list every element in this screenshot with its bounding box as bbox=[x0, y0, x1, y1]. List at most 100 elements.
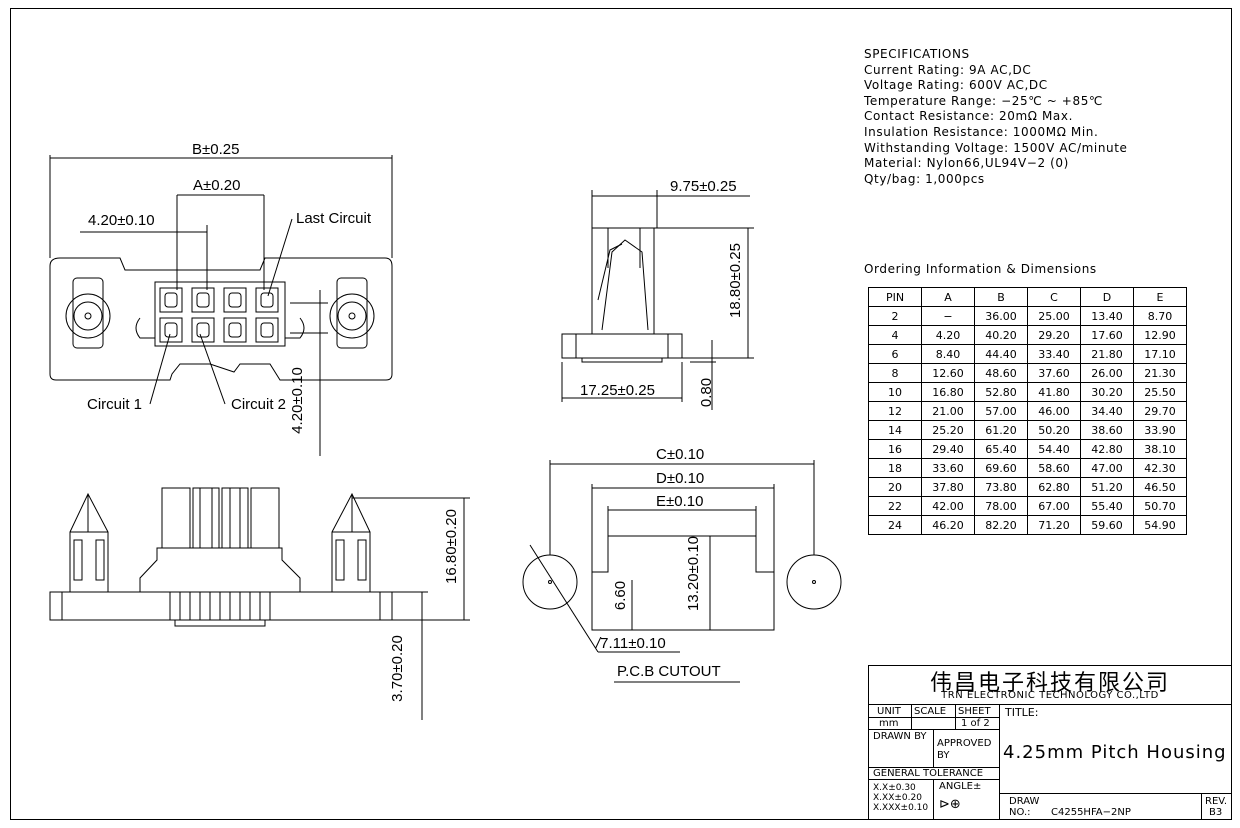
dim-cut-h1: 13.20±0.10 bbox=[684, 536, 702, 611]
spec-line: Insulation Resistance: 1000MΩ Min. bbox=[864, 124, 1099, 139]
unit-label: UNIT bbox=[877, 706, 901, 717]
company-name-en: TRN ELECTRONIC TECHNOLOGY CO.,LTD bbox=[941, 690, 1159, 701]
table-cell: 78.00 bbox=[974, 496, 1028, 516]
table-cell: − bbox=[921, 306, 975, 326]
projection-symbol-icon: ⊳⊕ bbox=[939, 797, 961, 812]
spec-line: Temperature Range: −25℃ ~ +85℃ bbox=[864, 93, 1104, 108]
side-view bbox=[561, 190, 754, 410]
table-cell: 4 bbox=[868, 325, 922, 345]
table-cell: 50.70 bbox=[1133, 496, 1187, 516]
table-cell: 24 bbox=[868, 515, 922, 535]
table-cell: 59.60 bbox=[1080, 515, 1134, 535]
dim-side-width: 9.75±0.25 bbox=[670, 178, 737, 195]
dim-hole-value: 7.11±0.10 bbox=[600, 635, 666, 652]
table-cell: 33.40 bbox=[1027, 344, 1081, 364]
title-label: TITLE: bbox=[1005, 706, 1039, 719]
table-cell: 36.00 bbox=[974, 306, 1028, 326]
spec-line: Withstanding Voltage: 1500V AC/minute bbox=[864, 140, 1128, 155]
dim-c: C±0.10 bbox=[656, 446, 705, 463]
table-cell: 42.80 bbox=[1080, 439, 1134, 459]
table-cell: 33.60 bbox=[921, 458, 975, 478]
sheet-label: SHEET bbox=[958, 706, 991, 717]
table-cell: 8 bbox=[868, 363, 922, 383]
table-cell: 34.40 bbox=[1080, 401, 1134, 421]
dim-b: B±0.25 bbox=[192, 141, 240, 158]
table-cell: 40.20 bbox=[974, 325, 1028, 345]
drawn-by-label: DRAWN BY bbox=[873, 731, 927, 742]
spec-heading: SPECIFICATIONS bbox=[864, 47, 970, 61]
table-cell: 12.90 bbox=[1133, 325, 1187, 345]
title-block: 伟昌电子科技有限公司 TRN ELECTRONIC TECHNOLOGY CO.… bbox=[868, 665, 1232, 820]
dim-a: A±0.20 bbox=[193, 177, 241, 194]
table-cell: 33.90 bbox=[1133, 420, 1187, 440]
table-cell: 30.20 bbox=[1080, 382, 1134, 402]
table-cell: 21.00 bbox=[921, 401, 975, 421]
spec-line: Material: Nylon66,UL94V−2 (0) bbox=[864, 156, 1069, 171]
tolerance-3: X.XXX±0.10 bbox=[873, 803, 929, 813]
table-cell: 6 bbox=[868, 344, 922, 364]
table-cell: 22 bbox=[868, 496, 922, 516]
drawing-title: 4.25mm Pitch Housing bbox=[1003, 742, 1227, 763]
table-cell: 46.00 bbox=[1027, 401, 1081, 421]
table-cell: 8.40 bbox=[921, 344, 975, 364]
table-cell: 48.60 bbox=[974, 363, 1028, 383]
table-cell: 29.70 bbox=[1133, 401, 1187, 421]
table-cell: 25.50 bbox=[1133, 382, 1187, 402]
header-a: A bbox=[921, 287, 975, 307]
table-cell: 25.20 bbox=[921, 420, 975, 440]
header-e: E bbox=[1133, 287, 1187, 307]
table-cell: 17.10 bbox=[1133, 344, 1187, 364]
table-cell: 54.90 bbox=[1133, 515, 1187, 535]
table-cell: 65.40 bbox=[974, 439, 1028, 459]
table-cell: 52.80 bbox=[974, 382, 1028, 402]
dim-front-height: 16.80±0.20 bbox=[442, 509, 460, 584]
spec-line: Qty/bag: 1,000pcs bbox=[864, 171, 985, 186]
dim-d: D±0.10 bbox=[656, 470, 705, 487]
label-last-circuit: Last Circuit bbox=[296, 210, 372, 227]
label-circuit-2: Circuit 2 bbox=[231, 396, 287, 413]
front-view bbox=[49, 487, 470, 720]
table-cell: 67.00 bbox=[1027, 496, 1081, 516]
table-cell: 25.00 bbox=[1027, 306, 1081, 326]
tolerance-1: X.X±0.30 bbox=[873, 783, 916, 793]
table-cell: 69.60 bbox=[974, 458, 1028, 478]
table-cell: 42.30 bbox=[1133, 458, 1187, 478]
table-cell: 46.50 bbox=[1133, 477, 1187, 497]
specifications-block: SPECIFICATIONS Current Rating: 9A AC,DC … bbox=[864, 47, 1128, 187]
table-cell: 20 bbox=[868, 477, 922, 497]
table-cell: 41.80 bbox=[1027, 382, 1081, 402]
spec-line: Contact Resistance: 20mΩ Max. bbox=[864, 109, 1073, 124]
rev-value: B3 bbox=[1209, 807, 1223, 818]
ordering-title: Ordering Information & Dimensions bbox=[864, 262, 1097, 276]
table-cell: 26.00 bbox=[1080, 363, 1134, 383]
spec-line: Current Rating: 9A AC,DC bbox=[864, 62, 1032, 77]
table-cell: 13.40 bbox=[1080, 306, 1134, 326]
table-cell: 44.40 bbox=[974, 344, 1028, 364]
table-cell: 12.60 bbox=[921, 363, 975, 383]
table-cell: 58.60 bbox=[1027, 458, 1081, 478]
draw-no-label: DRAW NO.: bbox=[1009, 796, 1040, 818]
ordering-header-row: PIN A B C D E bbox=[868, 287, 1187, 307]
header-c: C bbox=[1027, 287, 1081, 307]
draw-no-value: C4255HFA−2NP bbox=[1051, 807, 1131, 818]
table-cell: 71.20 bbox=[1027, 515, 1081, 535]
dim-pitch: 4.20±0.10 bbox=[88, 212, 155, 229]
top-view bbox=[49, 155, 393, 456]
table-cell: 21.30 bbox=[1133, 363, 1187, 383]
header-pin: PIN bbox=[868, 287, 922, 307]
table-cell: 29.20 bbox=[1027, 325, 1081, 345]
scale-label: SCALE bbox=[914, 706, 947, 717]
table-cell: 2 bbox=[868, 306, 922, 326]
table-cell: 16 bbox=[868, 439, 922, 459]
table-cell: 8.70 bbox=[1133, 306, 1187, 326]
table-cell: 16.80 bbox=[921, 382, 975, 402]
label-pcb-cutout: P.C.B CUTOUT bbox=[617, 663, 721, 680]
